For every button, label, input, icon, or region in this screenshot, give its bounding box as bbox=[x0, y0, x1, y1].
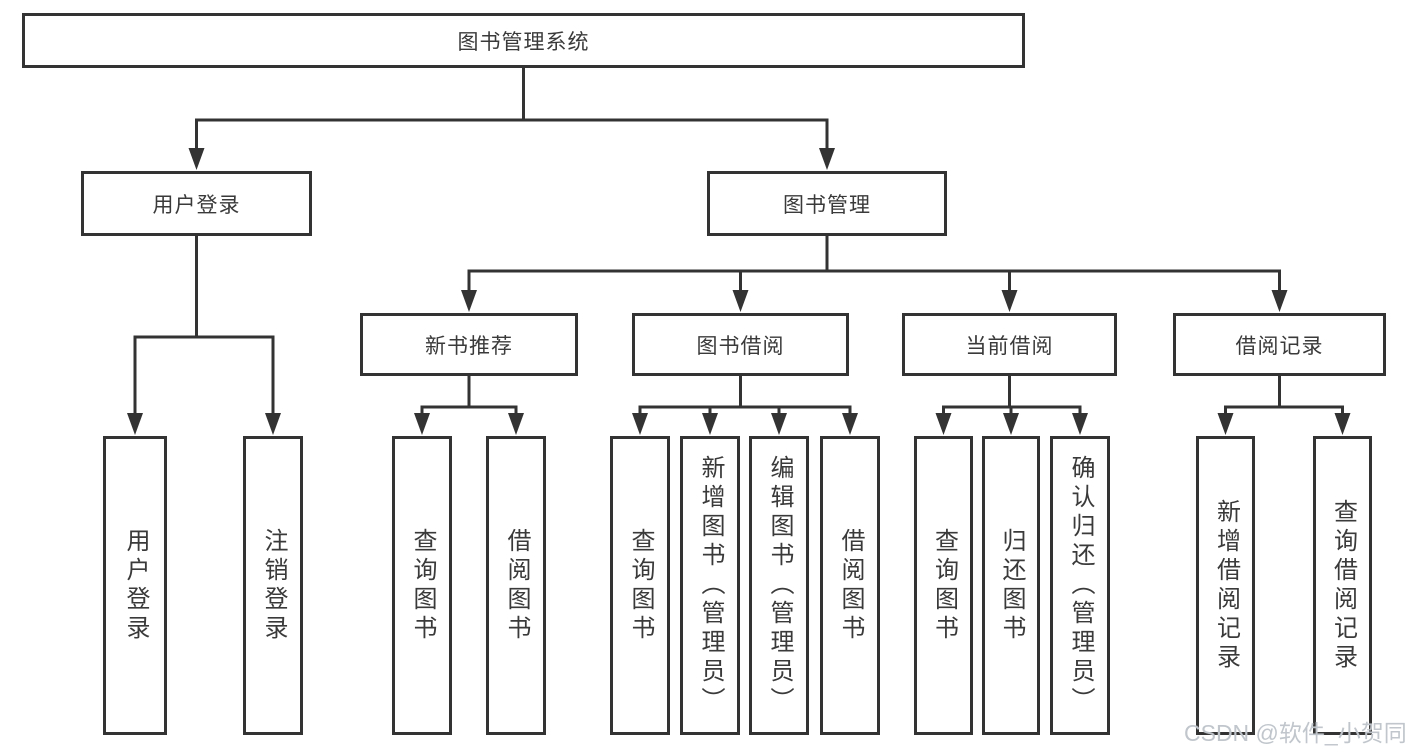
node-leaf-cb-confirm: 确认归还（管理员） bbox=[1050, 436, 1110, 735]
node-label: 注销登录 bbox=[260, 527, 287, 644]
node-label: 查询图书 bbox=[409, 527, 436, 644]
node-label: 查询借阅记录 bbox=[1329, 498, 1357, 673]
watermark-text: CSDN @软件_小贺同学 bbox=[1184, 720, 1405, 746]
node-borrow-records: 借阅记录 bbox=[1173, 313, 1386, 376]
node-leaf-cb-return: 归还图书 bbox=[982, 436, 1040, 735]
node-leaf-nb-borrow: 借阅图书 bbox=[486, 436, 546, 735]
node-leaf-br-query: 查询借阅记录 bbox=[1313, 436, 1372, 735]
node-book-mgmt: 图书管理 bbox=[707, 171, 947, 236]
node-label: 借阅图书 bbox=[837, 527, 864, 644]
node-book-borrow: 图书借阅 bbox=[632, 313, 849, 376]
node-new-book-rec: 新书推荐 bbox=[360, 313, 578, 376]
node-root: 图书管理系统 bbox=[22, 13, 1025, 68]
node-leaf-nb-query: 查询图书 bbox=[392, 436, 452, 735]
node-label: 图书管理 bbox=[783, 193, 871, 217]
node-user-login: 用户登录 bbox=[81, 171, 312, 236]
node-leaf-bb-edit: 编辑图书（管理员） bbox=[749, 436, 809, 735]
node-leaf-user-login: 用户登录 bbox=[103, 436, 167, 735]
node-label: 图书借阅 bbox=[696, 334, 785, 358]
node-label: 查询图书 bbox=[627, 527, 654, 644]
node-label: 用户登录 bbox=[122, 527, 149, 644]
node-label: 新增借阅记录 bbox=[1212, 498, 1240, 673]
node-label: 当前借阅 bbox=[965, 334, 1054, 358]
node-label: 编辑图书（管理员） bbox=[766, 455, 793, 716]
node-label: 新书推荐 bbox=[425, 334, 513, 358]
node-leaf-bb-query: 查询图书 bbox=[610, 436, 670, 735]
node-label: 图书管理系统 bbox=[457, 30, 590, 54]
node-leaf-logout: 注销登录 bbox=[243, 436, 303, 735]
node-current-borrow: 当前借阅 bbox=[902, 313, 1117, 376]
node-label: 确认归还（管理员） bbox=[1067, 455, 1094, 716]
node-leaf-cb-query: 查询图书 bbox=[914, 436, 973, 735]
node-label: 借阅记录 bbox=[1235, 334, 1324, 358]
node-label: 借阅图书 bbox=[503, 527, 530, 644]
node-leaf-bb-borrow: 借阅图书 bbox=[820, 436, 880, 735]
node-label: 归还图书 bbox=[998, 527, 1025, 644]
node-label: 查询图书 bbox=[930, 527, 958, 644]
node-label: 用户登录 bbox=[152, 193, 241, 217]
node-label: 新增图书（管理员） bbox=[697, 455, 724, 716]
node-leaf-br-add: 新增借阅记录 bbox=[1196, 436, 1255, 735]
node-leaf-bb-add: 新增图书（管理员） bbox=[680, 436, 740, 735]
